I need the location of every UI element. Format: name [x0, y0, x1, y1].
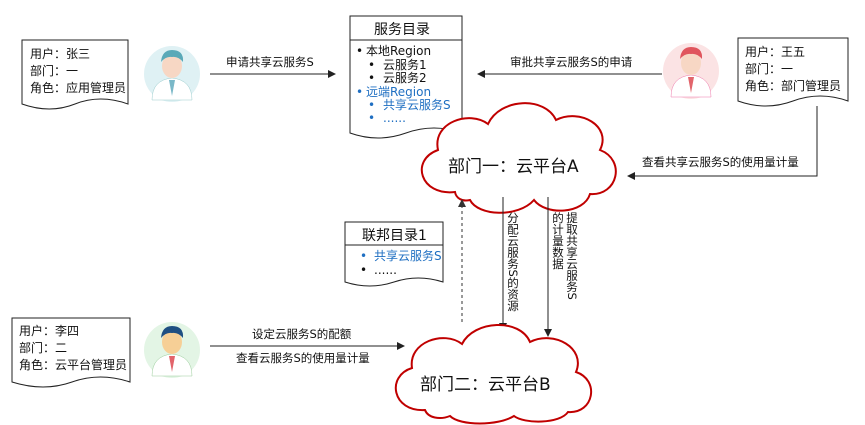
approve-label: 审批共享云服务S的申请 — [510, 55, 633, 69]
configure-arrow: 设定云服务S的配额 查看云服务S的使用量计量 — [210, 327, 405, 365]
catalog-local-region: 本地Region — [366, 44, 431, 58]
extract-label-col2: 的计量数据 — [551, 211, 565, 270]
catalog-bullet: • — [368, 111, 375, 125]
extract-metering-arrow: 提取共享云服务S 的计量数据 — [544, 197, 579, 337]
cloud-platform-b: 部门二：云平台B — [394, 324, 593, 425]
cloud-b-label: 部门二：云平台B — [420, 375, 551, 395]
apply-arrow: 申请共享云服务S — [210, 55, 336, 78]
configure-label: 设定云服务S的配额 — [252, 327, 352, 341]
catalog-service2: 云服务2 — [383, 70, 427, 85]
catalog-bullet: • — [368, 58, 375, 72]
wangwu-role-line: 角色：部门管理员 — [745, 78, 841, 93]
view-usage-a-arrow: 查看共享云服务S的使用量计量 — [627, 106, 818, 180]
user-avatar-icon — [144, 322, 200, 378]
apply-label: 申请共享云服务S — [226, 55, 314, 69]
view-usage-b-label: 查看云服务S的使用量计量 — [236, 351, 370, 365]
federation-catalog-title: 联邦目录1 — [362, 228, 427, 244]
cloud-platform-a: 部门一：云平台A — [420, 102, 617, 214]
wangwu-user-line: 用户：王五 — [745, 44, 805, 59]
lisi-user-line: 用户：李四 — [19, 323, 79, 338]
federation-shared-service: 共享云服务S — [374, 248, 442, 263]
catalog-ellipsis: ...... — [383, 111, 406, 125]
lisi-dept-line: 部门：二 — [19, 340, 67, 355]
zhangsan-role-line: 角色：应用管理员 — [30, 80, 126, 95]
lisi-info-card: 用户：李四 部门：二 角色：云平台管理员 — [11, 317, 131, 388]
catalog-bullet: • — [368, 71, 375, 85]
allocate-label: 分配云服务S的资源 — [506, 212, 520, 312]
wangwu-info-card: 用户：王五 部门：一 角色：部门管理员 — [737, 37, 849, 107]
approve-arrow: 审批共享云服务S的申请 — [477, 55, 662, 78]
catalog-shared-service: 共享云服务S — [383, 97, 451, 112]
zhangsan-info-card: 用户：张三 部门：一 角色：应用管理员 — [21, 39, 129, 110]
lisi-role-line: 角色：云平台管理员 — [19, 357, 127, 372]
zhangsan-user-line: 用户：张三 — [30, 46, 90, 61]
user-avatar-icon — [663, 43, 719, 99]
allocate-arrow: 分配云服务S的资源 — [499, 197, 520, 331]
zhangsan-dept-line: 部门：一 — [30, 63, 78, 78]
wangwu-dept-line: 部门：一 — [745, 61, 793, 76]
catalog-remote-region: 远端Region — [366, 85, 431, 99]
federation-bullet: • — [360, 263, 367, 277]
catalog-service1: 云服务1 — [383, 57, 427, 72]
catalog-bullet: • — [356, 44, 363, 58]
user-avatar-icon — [144, 46, 200, 102]
catalog-bullet: • — [356, 85, 363, 99]
view-usage-a-label: 查看共享云服务S的使用量计量 — [642, 155, 799, 169]
federation-bullet: • — [360, 249, 367, 263]
extract-label-col1: 提取共享云服务S — [565, 211, 579, 300]
cloud-a-label: 部门一：云平台A — [448, 157, 579, 177]
federation-catalog-card: 联邦目录1 • 共享云服务S • ...... — [344, 221, 444, 287]
catalog-bullet: • — [368, 98, 375, 112]
service-catalog-card: 服务目录 • 本地Region • 云服务1 • 云服务2 • 远端Region… — [349, 15, 463, 139]
service-catalog-title: 服务目录 — [374, 22, 430, 38]
federation-ellipsis: ...... — [374, 263, 397, 277]
